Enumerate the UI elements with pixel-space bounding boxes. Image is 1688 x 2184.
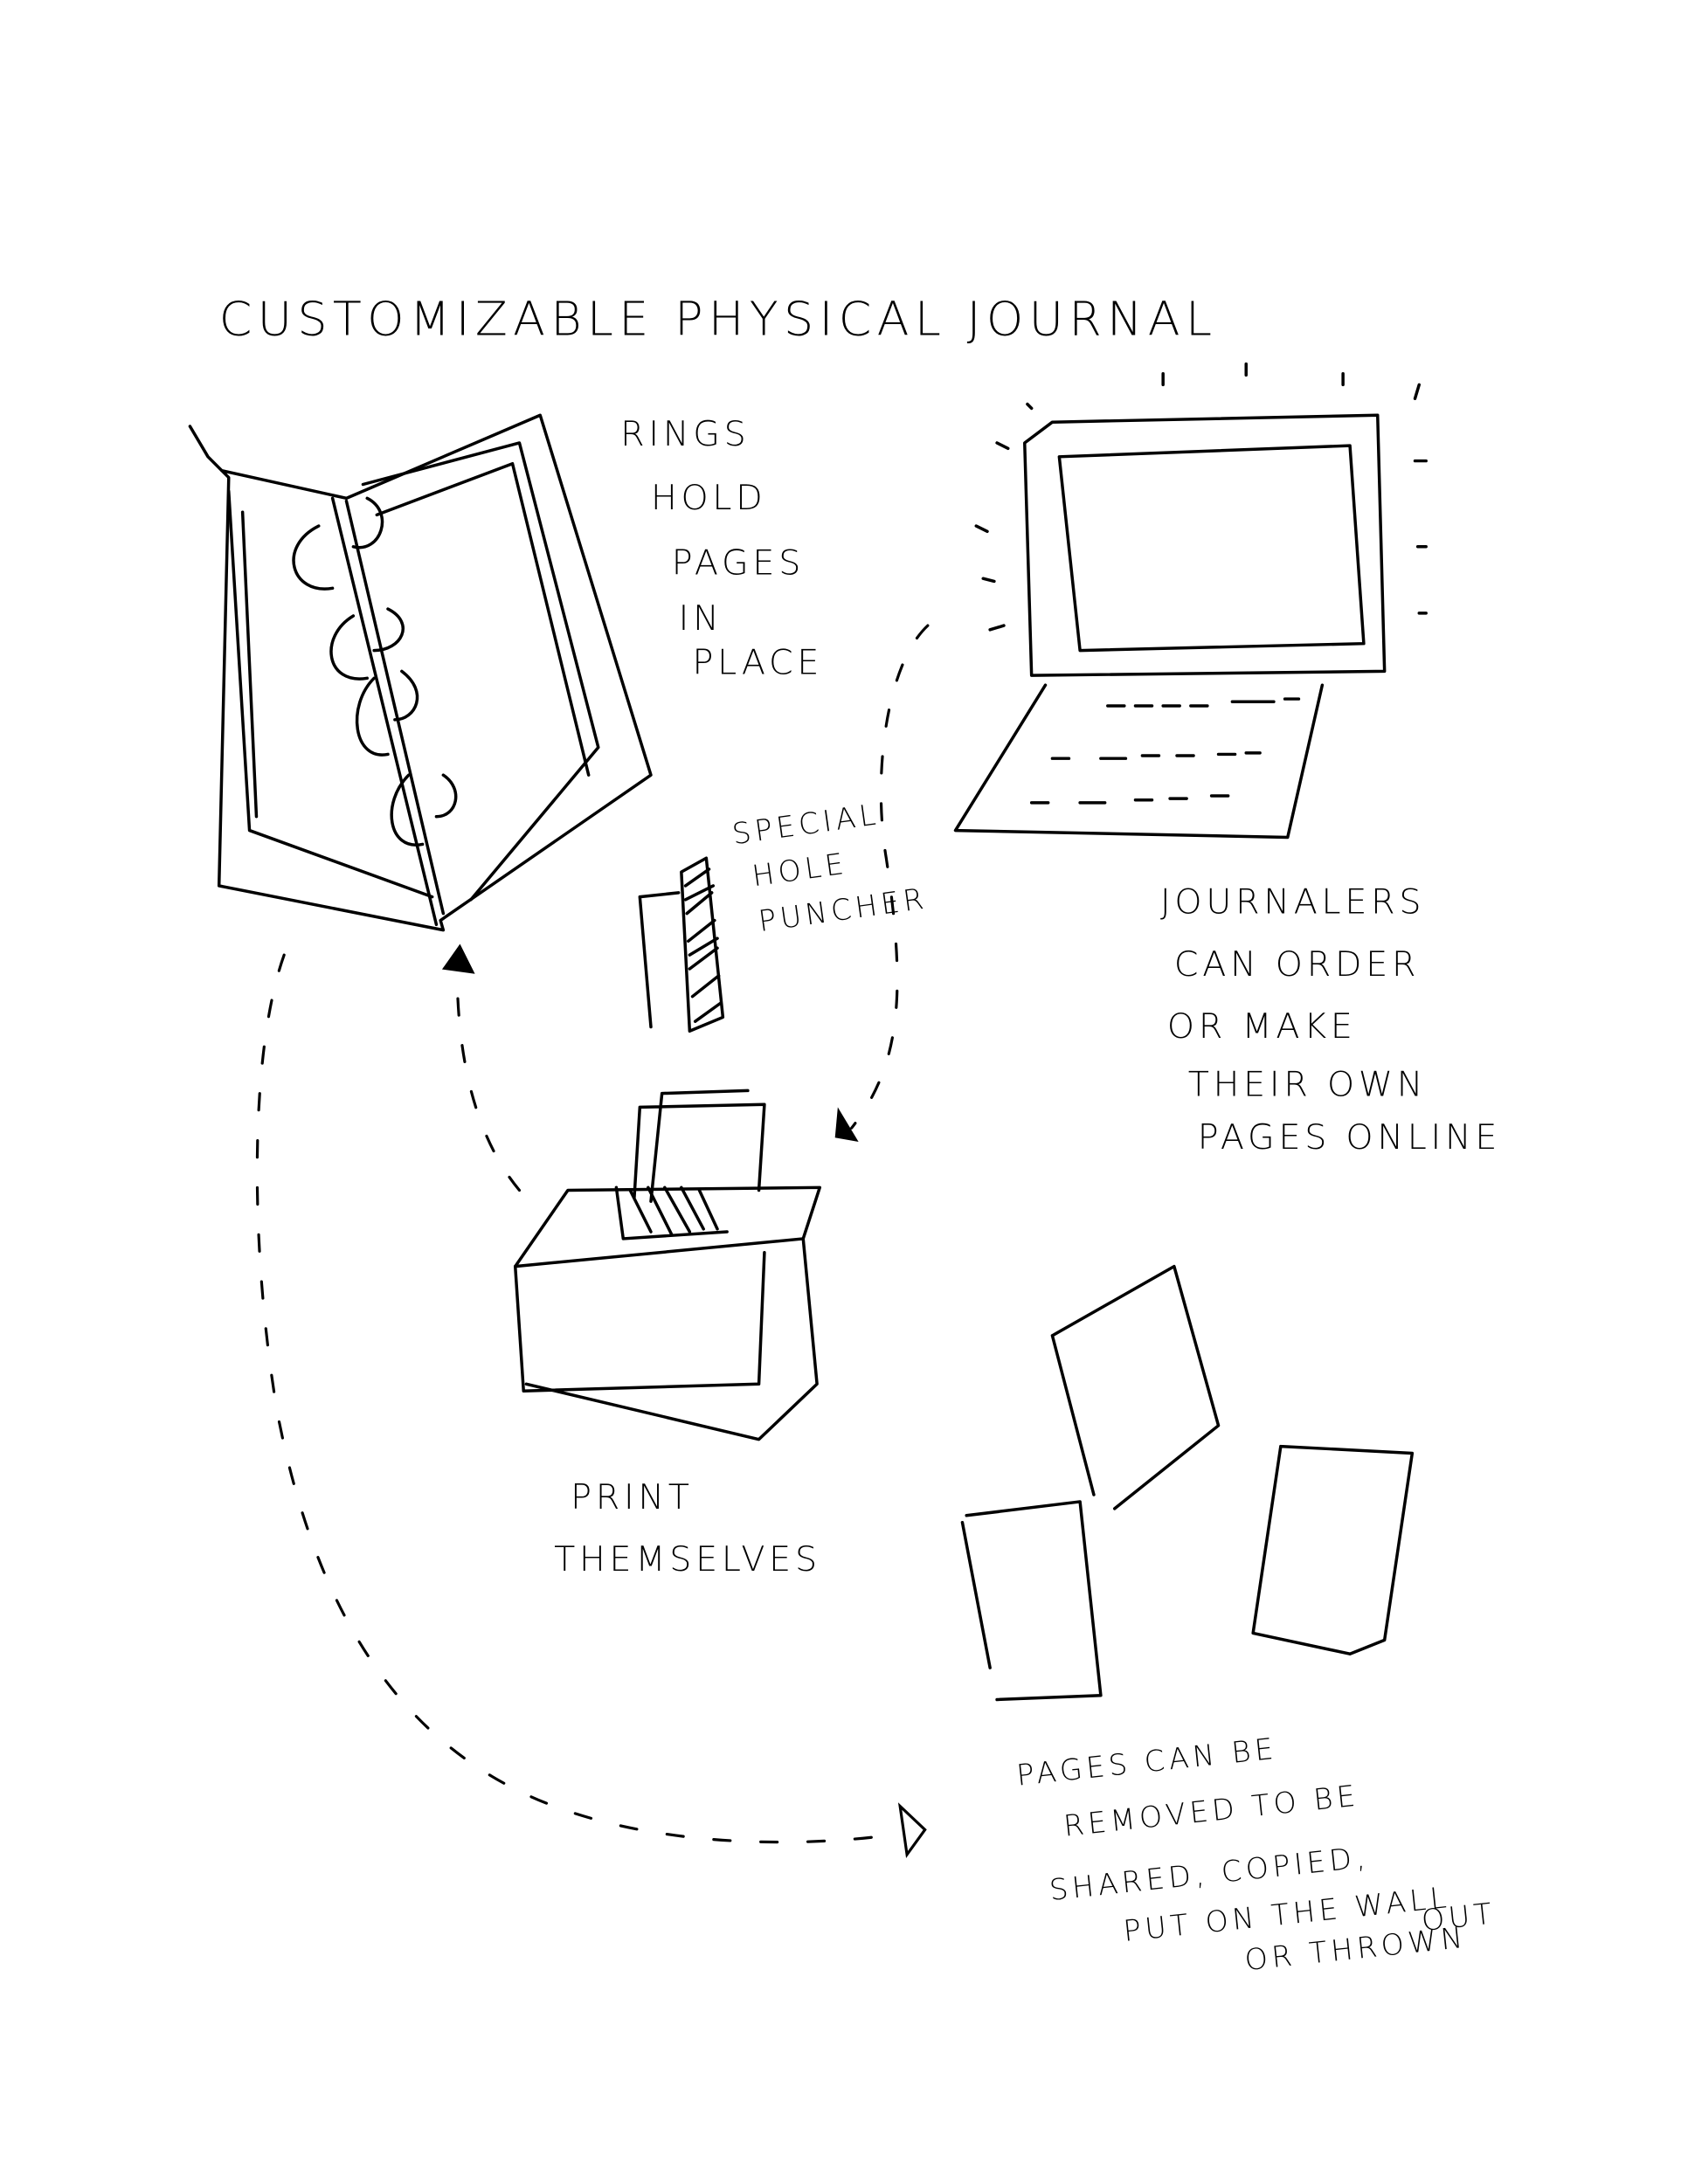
binder-to-pages-arrow [255,953,902,1844]
laptop-to-printer-arrow [850,624,930,1130]
online-note: JOURNALERS CAN ORDER OR MAKE THEIR OWN P… [1160,882,1501,1158]
flow-arrows [255,624,930,1859]
printer-drawing [513,1089,822,1441]
ring-binder-drawing [188,413,653,932]
loose-pages-drawing [960,1264,1415,1702]
arrowhead-icon [441,943,475,974]
print-note: PRINT THEMSELVES [554,1477,821,1579]
arrowhead-icon [834,1107,859,1143]
printer-to-binder-arrow [455,967,522,1192]
hole-puncher-drawing [638,856,725,1033]
puncher-note: SPECIAL HOLE PUNCHER [730,791,930,940]
pages-note: PAGES CAN BE REMOVED TO BE SHARED, COPIE… [1015,1711,1500,1999]
arrowhead-icon [897,1802,927,1859]
laptop-drawing [953,362,1428,840]
sketch-title: CUSTOMIZABLE PHYSICAL JOURNAL [219,291,1218,346]
rings-note: RINGS HOLD PAGES IN PLACE [620,414,823,682]
